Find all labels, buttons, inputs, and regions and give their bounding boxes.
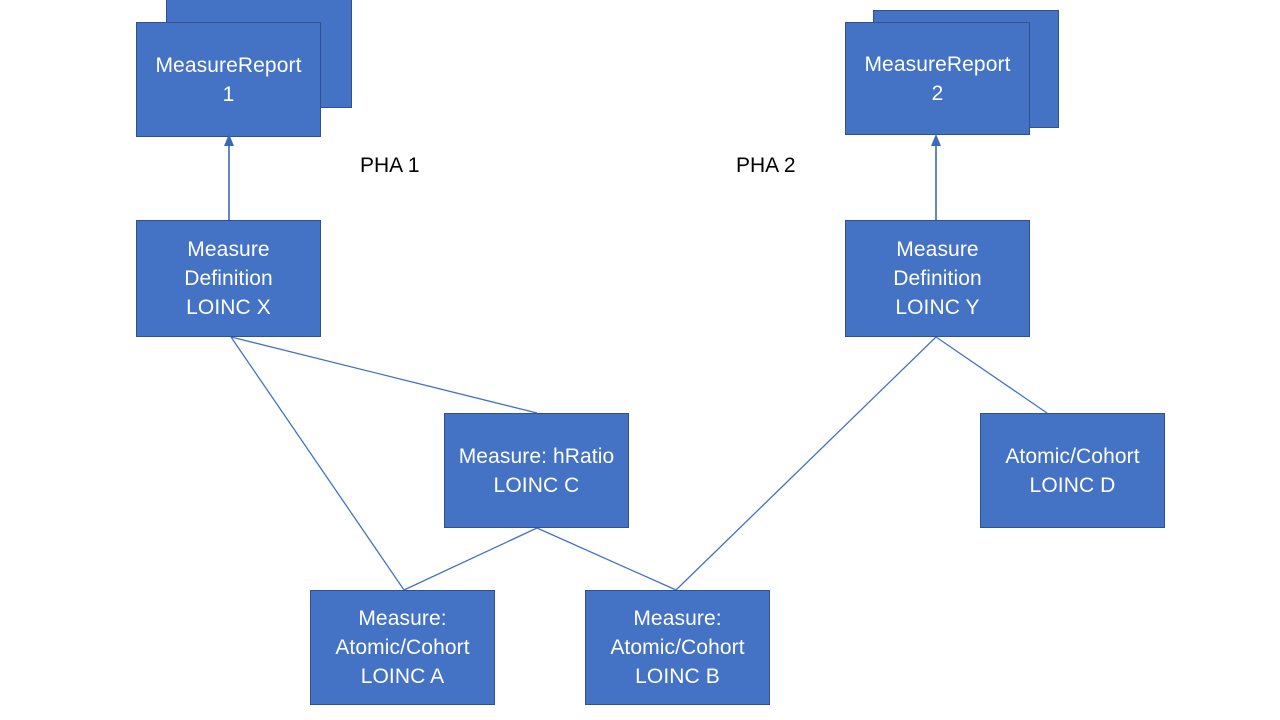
atomic-cohort-d-line-1: Atomic/Cohort (1005, 444, 1140, 468)
measure-atomic-cohort-b-line-1: Measure: (633, 607, 722, 630)
measure-hratio-c-line-1: Measure: hRatio (458, 444, 615, 468)
arrow-defx-to-report1-head (224, 134, 234, 146)
arrow-defy-to-report2-head (931, 134, 941, 146)
measure-atomic-cohort-b-card[interactable]: Measure: Atomic/Cohort LOINC B (585, 590, 770, 705)
measure-report-1-line-2: 1 (222, 82, 235, 106)
pha-1-label: PHA 1 (360, 154, 420, 177)
measure-report-1-card[interactable]: MeasureReport 1 (136, 22, 321, 137)
measure-definition-x-line-1: Measure (187, 238, 270, 261)
edge-hratioc-to-loincb (536, 527, 677, 591)
pha-2-label: PHA 2 (736, 154, 796, 177)
measure-atomic-cohort-a-card[interactable]: Measure: Atomic/Cohort LOINC A (310, 590, 495, 705)
edge-defx-to-hratioc (230, 336, 538, 414)
atomic-cohort-d-line-2: LOINC D (1029, 473, 1116, 497)
edge-defx-to-loinca (230, 336, 405, 591)
measure-report-2-card[interactable]: MeasureReport 2 (845, 22, 1030, 135)
measure-definition-x-line-3: LOINC X (186, 296, 271, 319)
measure-definition-y-line-3: LOINC Y (895, 296, 980, 319)
measure-definition-y-card[interactable]: Measure Definition LOINC Y (845, 220, 1030, 337)
measure-hratio-c-card[interactable]: Measure: hRatio LOINC C (444, 413, 629, 528)
measure-atomic-cohort-b-line-3: LOINC B (635, 665, 720, 688)
measure-definition-y-line-2: Definition (893, 267, 982, 290)
edge-defy-to-loincd (935, 336, 1048, 414)
measure-atomic-cohort-a-line-3: LOINC A (360, 665, 445, 688)
measure-atomic-cohort-b-line-2: Atomic/Cohort (610, 636, 745, 659)
measure-definition-x-line-2: Definition (184, 267, 273, 290)
measure-report-2-line-1: MeasureReport (864, 52, 1011, 76)
measure-report-1-line-1: MeasureReport (155, 53, 302, 77)
measure-report-2-line-2: 2 (931, 81, 944, 105)
edge-hratioc-to-loinca (403, 527, 538, 591)
measure-definition-y-line-1: Measure (896, 238, 979, 261)
measure-atomic-cohort-a-line-2: Atomic/Cohort (335, 636, 470, 659)
measure-definition-x-card[interactable]: Measure Definition LOINC X (136, 220, 321, 337)
measure-hratio-c-line-2: LOINC C (493, 473, 580, 497)
atomic-cohort-d-card[interactable]: Atomic/Cohort LOINC D (980, 413, 1165, 528)
edge-defy-to-loincb (675, 336, 937, 591)
measure-atomic-cohort-a-line-1: Measure: (358, 607, 447, 630)
